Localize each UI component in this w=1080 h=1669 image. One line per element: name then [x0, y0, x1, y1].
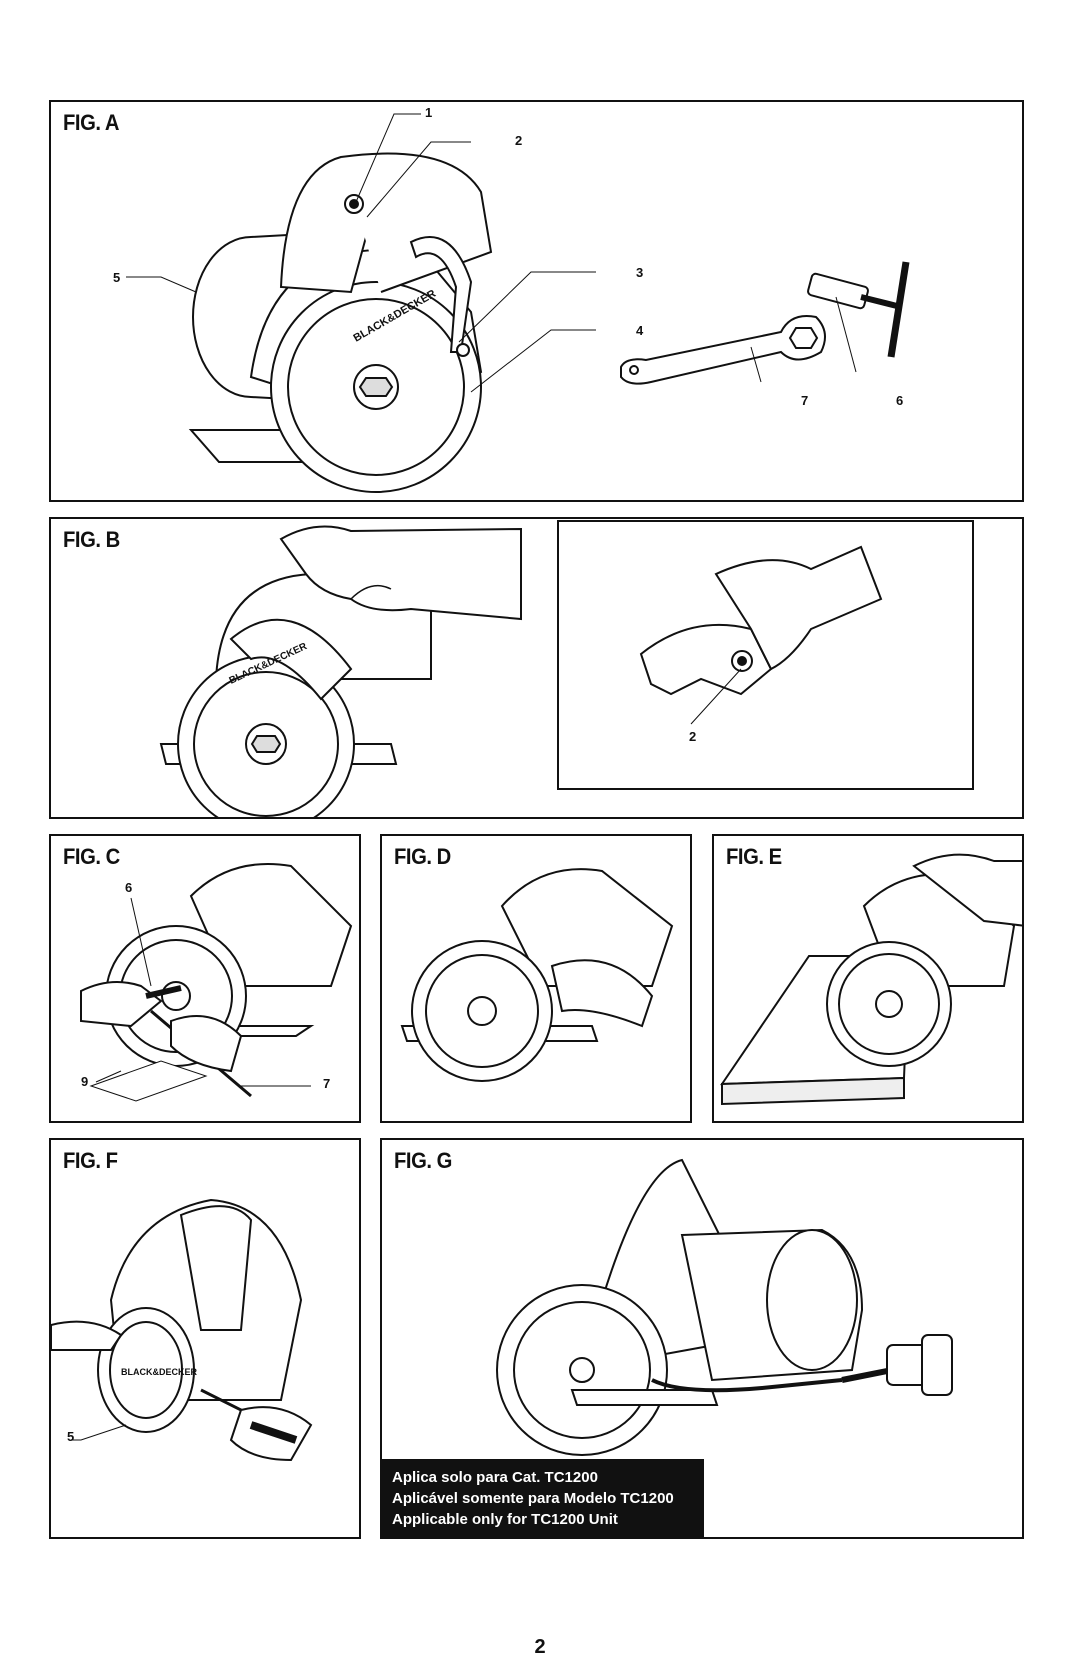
callout-3: 3: [636, 265, 644, 280]
callout-6: 6: [896, 393, 904, 408]
tile-saw-illustration: BLACK&DECKER: [159, 520, 974, 817]
applicability-note: Aplica solo para Cat. TC1200 Aplicável s…: [382, 1459, 704, 1537]
figure-d-panel: FIG. D: [380, 834, 692, 1123]
figure-d-title: FIG. D: [394, 844, 451, 869]
figure-f-panel: FIG. F BLACK&DECKER 5: [49, 1138, 361, 1539]
callout-5: 5: [113, 270, 121, 285]
figure-c-title: FIG. C: [63, 844, 120, 869]
callout-2: 2: [515, 133, 523, 148]
brand-logo: BLACK&DECKER: [121, 1367, 197, 1377]
water-hose-illustration: [496, 1158, 953, 1456]
callout-1: 1: [425, 105, 433, 120]
page-number: 2: [534, 1636, 546, 1658]
figure-c-panel: FIG. C 6 9 7: [49, 834, 361, 1123]
figure-a-title: FIG. A: [63, 110, 120, 135]
callout-6: 6: [125, 880, 133, 895]
figure-b-title: FIG. B: [63, 527, 120, 552]
callout-7: 7: [801, 393, 809, 408]
figure-e-title: FIG. E: [726, 844, 782, 869]
callout-5: 5: [67, 1429, 75, 1444]
figure-b-panel: FIG. B BLACK&DECKER 2: [49, 517, 1024, 819]
callout-7: 7: [323, 1076, 331, 1091]
callout-9: 9: [81, 1074, 89, 1089]
figure-g-title: FIG. G: [394, 1148, 452, 1173]
note-line-english: Applicable only for TC1200 Unit: [392, 1511, 618, 1528]
brush-illustration: BLACK&DECKER: [51, 1198, 313, 1462]
note-line-spanish: Aplica solo para Cat. TC1200: [392, 1469, 598, 1486]
tile-saw-illustration: [400, 868, 674, 1082]
figure-e-panel: FIG. E: [712, 834, 1024, 1123]
figure-g-panel: FIG. G Aplica solo para Cat. TC1200 Apli…: [380, 1138, 1024, 1539]
tile-saw-illustration: BLACK&DECKER: [126, 113, 910, 493]
figure-f-title: FIG. F: [63, 1148, 118, 1173]
figure-a-panel: FIG. A: [49, 100, 1024, 502]
tile-saw-illustration: [80, 863, 353, 1102]
tile-illustration: [720, 853, 1022, 1106]
callout-2: 2: [689, 729, 697, 744]
callout-4: 4: [636, 323, 644, 338]
note-line-portuguese: Aplicável somente para Modelo TC1200: [392, 1490, 674, 1507]
